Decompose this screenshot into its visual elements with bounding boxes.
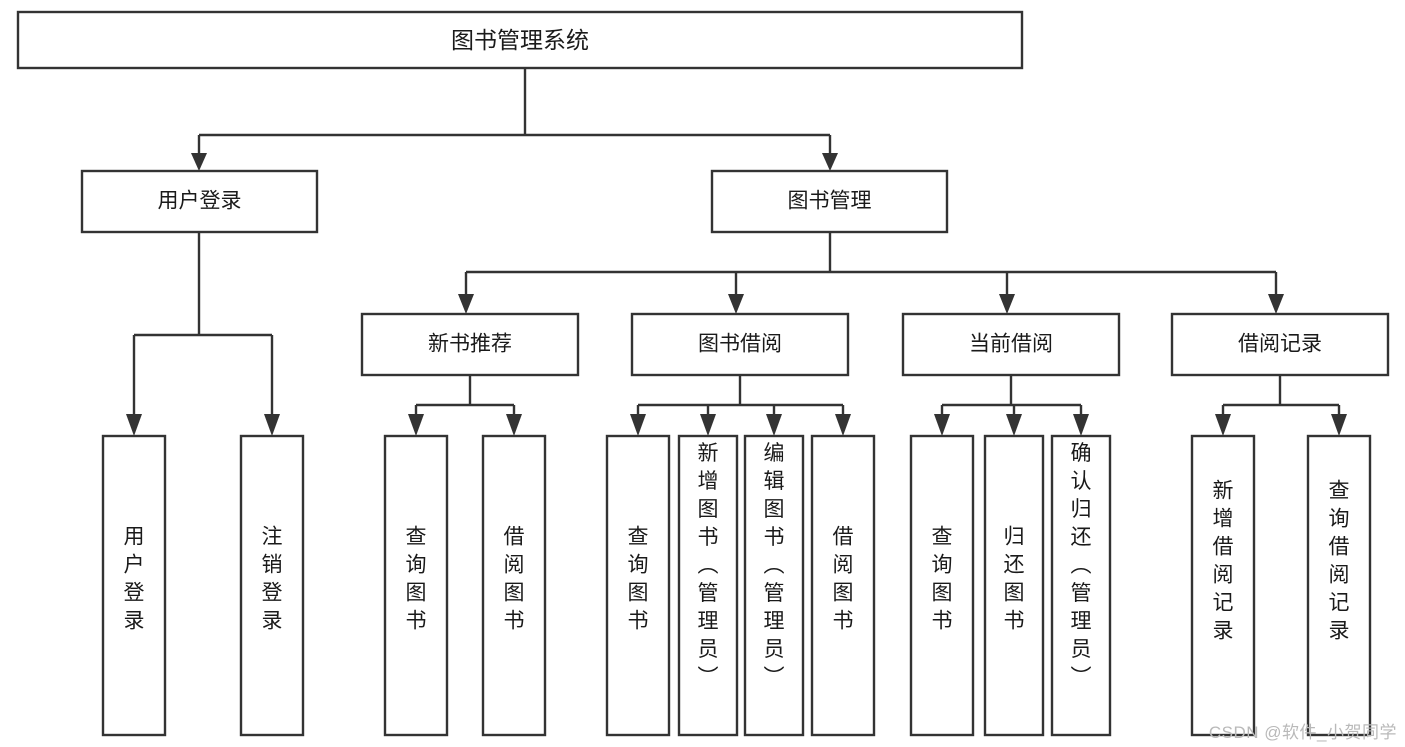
node-current-borrow[interactable]: 当前借阅 [901, 312, 1121, 377]
node-root-box[interactable] [16, 10, 1024, 70]
leaf-node-8[interactable]: 查询图书 [909, 434, 975, 737]
node-user-login-box[interactable] [80, 169, 319, 234]
leaf-node-3[interactable]: 借阅图书 [481, 434, 547, 737]
node-book-management-label: 图书管理 [788, 190, 872, 213]
leaf-node-label-借阅图书: 借阅图书 [504, 526, 525, 633]
watermark-label: CSDN @软件_小贺同学 [1208, 723, 1397, 742]
arrow-head-userlogin [191, 153, 207, 171]
node-new-book-recommend[interactable]: 新书推荐 [360, 312, 580, 377]
arrow-head-current [999, 294, 1015, 314]
leaf-node-label-借阅图书: 借阅图书 [833, 526, 854, 633]
node-borrow-record-label: 借阅记录 [1238, 333, 1322, 356]
leaf-node-label-查询借阅记录: 查询借阅记录 [1329, 480, 1350, 643]
node-borrow-record-box[interactable] [1170, 312, 1390, 377]
connector-root-to-level2 [191, 68, 838, 171]
leaf-node-1[interactable]: 注销登录 [239, 434, 305, 737]
arrow-head-leaf-logout [264, 414, 280, 436]
leaf-node-label-归还图书: 归还图书 [1004, 526, 1025, 633]
arrow-head-leaf-query-1 [408, 414, 424, 436]
leaf-node-label-编辑图书管理员: 编辑图书︵管理员︶ [764, 442, 785, 689]
arrow-head-leaf-return [1006, 414, 1022, 436]
connector-current-to-leaves [934, 375, 1089, 436]
leaf-node-label-确认归还管理员: 确认归还︵管理员︶ [1071, 442, 1092, 689]
node-user-login[interactable]: 用户登录 [80, 169, 319, 234]
node-new-book-recommend-label: 新书推荐 [428, 333, 512, 356]
leaf-node-9[interactable]: 归还图书 [983, 434, 1045, 737]
node-root[interactable]: 图书管理系统 [16, 10, 1024, 70]
arrow-head-leaf-borrow-2 [835, 414, 851, 436]
arrow-head-leaf-confirm [1073, 414, 1089, 436]
arrow-head-borrow [728, 294, 744, 314]
leaf-node-box-编辑图书管理员[interactable] [743, 434, 805, 737]
leaf-node-box-查询图书[interactable] [909, 434, 975, 737]
arrow-head-leaf-borrow-1 [506, 414, 522, 436]
leaf-node-2[interactable]: 查询图书 [383, 434, 449, 737]
arrow-head-leaf-addbook [700, 414, 716, 436]
node-book-management[interactable]: 图书管理 [710, 169, 949, 234]
leaf-node-4[interactable]: 查询图书 [605, 434, 671, 737]
leaf-node-box-归还图书[interactable] [983, 434, 1045, 737]
leaf-node-box-借阅图书[interactable] [810, 434, 876, 737]
arrow-head-leaf-queryrecord [1331, 414, 1347, 436]
leaf-node-box-新增图书管理员[interactable] [677, 434, 739, 737]
leaf-node-12[interactable]: 查询借阅记录 [1306, 434, 1372, 737]
node-book-management-box[interactable] [710, 169, 949, 234]
leaf-node-0[interactable]: 用户登录 [101, 434, 167, 737]
node-root-label: 图书管理系统 [451, 27, 589, 53]
arrow-head-newbook [458, 294, 474, 314]
leaf-node-11[interactable]: 新增借阅记录 [1190, 434, 1256, 737]
leaf-node-box-查询图书[interactable] [383, 434, 449, 737]
connector-borrow-to-leaves [630, 375, 851, 436]
node-new-book-recommend-box[interactable] [360, 312, 580, 377]
node-book-borrow-label: 图书借阅 [698, 333, 782, 356]
leaf-node-label-注销登录: 注销登录 [262, 526, 283, 633]
leaf-node-6[interactable]: 编辑图书︵管理员︶ [743, 434, 805, 737]
arrow-head-record [1268, 294, 1284, 314]
node-user-login-label: 用户登录 [158, 190, 242, 213]
leaf-node-box-借阅图书[interactable] [481, 434, 547, 737]
node-current-borrow-label: 当前借阅 [969, 333, 1053, 356]
connector-userlogin-to-leaves [126, 232, 280, 436]
node-current-borrow-box[interactable] [901, 312, 1121, 377]
node-book-borrow[interactable]: 图书借阅 [630, 312, 850, 377]
arrow-head-leaf-query-3 [934, 414, 950, 436]
leaf-node-label-查询图书: 查询图书 [628, 526, 649, 633]
arrow-head-leaf-query-2 [630, 414, 646, 436]
arrow-head-leaf-addrecord [1215, 414, 1231, 436]
leaf-node-label-新增借阅记录: 新增借阅记录 [1213, 480, 1234, 643]
node-book-borrow-box[interactable] [630, 312, 850, 377]
arrow-head-leaf-userlogin [126, 414, 142, 436]
leaf-node-box-注销登录[interactable] [239, 434, 305, 737]
leaf-node-box-新增借阅记录[interactable] [1190, 434, 1256, 737]
leaf-node-box-确认归还管理员[interactable] [1050, 434, 1112, 737]
arrow-head-bookmgmt [822, 153, 838, 171]
connector-newbook-to-leaves [408, 375, 522, 436]
leaf-node-label-用户登录: 用户登录 [124, 526, 145, 633]
leaf-node-label-新增图书管理员: 新增图书︵管理员︶ [698, 442, 719, 689]
leaf-node-layer: 用户登录 注销登录 查询图书 借阅图书 查询图书 新增图书︵管理员︶ 编辑图书︵管理员︶ 借阅… [101, 434, 1372, 737]
leaf-node-5[interactable]: 新增图书︵管理员︶ [677, 434, 739, 737]
leaf-node-box-用户登录[interactable] [101, 434, 167, 737]
connector-record-to-leaves [1215, 375, 1347, 436]
leaf-node-label-查询图书: 查询图书 [406, 526, 427, 633]
leaf-node-box-查询借阅记录[interactable] [1306, 434, 1372, 737]
arrow-head-leaf-editbook [766, 414, 782, 436]
leaf-node-label-查询图书: 查询图书 [932, 526, 953, 633]
leaf-node-7[interactable]: 借阅图书 [810, 434, 876, 737]
connector-bookmgmt-to-level3 [458, 232, 1284, 314]
leaf-node-box-查询图书[interactable] [605, 434, 671, 737]
node-borrow-record[interactable]: 借阅记录 [1170, 312, 1390, 377]
leaf-node-10[interactable]: 确认归还︵管理员︶ [1050, 434, 1112, 737]
